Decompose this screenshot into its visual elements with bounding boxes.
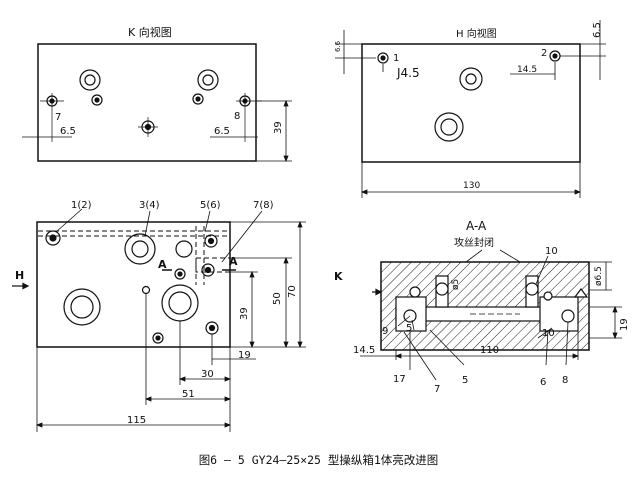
h-port-lower bbox=[434, 112, 464, 142]
front-label-1-2: 1(2) bbox=[71, 200, 92, 211]
section-a-a: A-A 攻丝封闭 bbox=[334, 219, 630, 395]
section-label-17: 17 bbox=[393, 374, 406, 385]
figure-caption: 图6 — 5 GY24—25×25 型操纵箱1体亮改进图 bbox=[198, 453, 439, 467]
k-label-7: 7 bbox=[55, 112, 61, 123]
section-label-10-top: 10 bbox=[545, 246, 558, 257]
front-port-main-right bbox=[161, 284, 199, 322]
front-dim-51: 51 bbox=[182, 389, 195, 400]
h-dim-14-5: 14.5 bbox=[517, 65, 537, 75]
front-dim-115: 115 bbox=[127, 415, 146, 426]
section-note: 攻丝封闭 bbox=[454, 236, 494, 249]
front-dim-19: 19 bbox=[238, 350, 251, 361]
section-label-9: 9 bbox=[382, 326, 388, 337]
section-dim-o6-5: ø6.5 bbox=[594, 266, 604, 286]
section-label-7: 7 bbox=[434, 384, 440, 395]
section-dim-14-5: 14.5 bbox=[353, 345, 375, 356]
h-label-2: 2 bbox=[541, 48, 547, 59]
front-view: 1(2) 3(4) 5(6) 7(8) A A H 50 70 39 19 30… bbox=[12, 200, 306, 432]
front-port-5 bbox=[175, 240, 193, 258]
k-direction-label: K bbox=[334, 270, 343, 283]
h-dim-j4-5: J4.5 bbox=[396, 66, 420, 80]
section-dim-110: 110 bbox=[480, 345, 499, 356]
section-label-6: 6 bbox=[540, 377, 546, 388]
h-view-body bbox=[361, 43, 581, 163]
section-plug-right bbox=[525, 282, 539, 296]
section-mark-a-right: A bbox=[229, 255, 238, 268]
k-view-body bbox=[37, 43, 257, 162]
section-label-8: 8 bbox=[562, 375, 568, 386]
k-port-large-right bbox=[197, 69, 219, 91]
front-view-body bbox=[36, 221, 231, 348]
section-plug-left bbox=[435, 282, 449, 296]
k-dim-6-5-right: 6.5 bbox=[214, 126, 230, 137]
front-dim-39: 39 bbox=[239, 307, 250, 320]
section-label-10-bottom: 10 bbox=[542, 328, 555, 339]
front-dim-30: 30 bbox=[201, 369, 214, 380]
section-dim-19: 19 bbox=[619, 318, 630, 331]
h-dim-6-6: 6.6 bbox=[334, 40, 342, 52]
h-view: H 向视图 6.6 1 2 6.5 J4.5 14.5 bbox=[334, 20, 606, 198]
h-dim-6-5: 6.5 bbox=[592, 22, 603, 38]
k-dim-39: 39 bbox=[273, 121, 284, 134]
front-label-3-4: 3(4) bbox=[139, 200, 160, 211]
k-view-title: K 向视图 bbox=[128, 25, 172, 39]
h-port-1 bbox=[377, 52, 389, 64]
k-view: K 向视图 bbox=[22, 25, 292, 163]
k-direction-arrow bbox=[372, 288, 383, 296]
k-port-large-left bbox=[79, 69, 101, 91]
h-direction-arrow bbox=[12, 282, 30, 290]
front-dim-70: 70 bbox=[287, 285, 298, 298]
front-dim-50: 50 bbox=[272, 292, 283, 305]
h-dim-130: 130 bbox=[463, 181, 480, 191]
h-direction-label: H bbox=[15, 269, 24, 282]
front-port-1 bbox=[45, 230, 61, 246]
k-dim-6-5-left: 6.5 bbox=[60, 126, 76, 137]
section-dim-o5: ø5 bbox=[451, 279, 461, 290]
h-port-upper bbox=[459, 67, 483, 91]
h-label-1: 1 bbox=[393, 53, 399, 64]
front-port-3 bbox=[124, 233, 156, 265]
front-port-main-left bbox=[63, 288, 101, 326]
k-label-8: 8 bbox=[234, 111, 240, 122]
front-label-7-8: 7(8) bbox=[253, 200, 274, 211]
front-label-5-6: 5(6) bbox=[200, 200, 221, 211]
front-port-7 bbox=[204, 234, 218, 248]
section-label-5-inner: 5 bbox=[406, 323, 412, 334]
section-label-5: 5 bbox=[462, 375, 468, 386]
h-view-title: H 向视图 bbox=[456, 27, 497, 40]
section-mark-a-left: A bbox=[158, 258, 167, 271]
section-title: A-A bbox=[466, 219, 487, 233]
